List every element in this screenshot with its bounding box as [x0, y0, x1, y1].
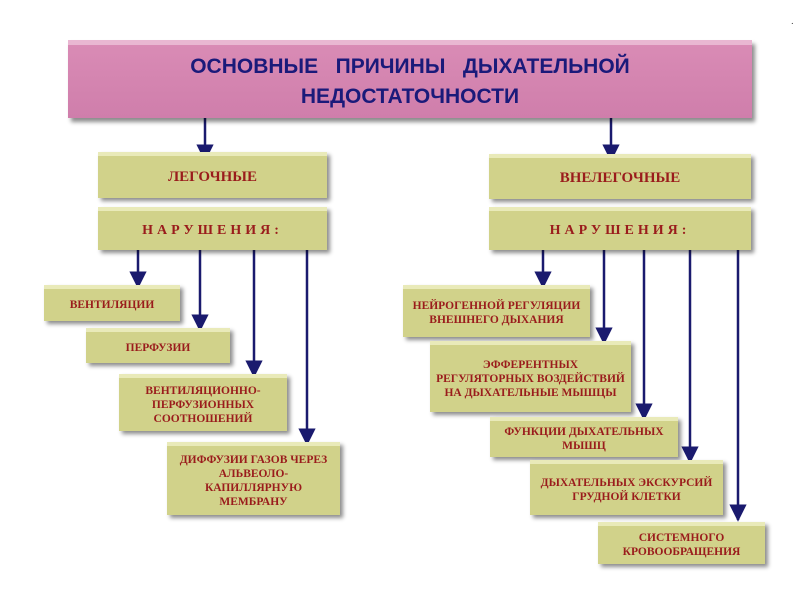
left-header-box: НАРУШЕНИЯ: — [98, 207, 327, 250]
right-item-neurogenic: НЕЙРОГЕННОЙ РЕГУЛЯЦИИ ВНЕШНЕГО ДЫХАНИЯ — [403, 285, 590, 337]
right-item-circulation: СИСТЕМНОГО КРОВООБРАЩЕНИЯ — [598, 522, 765, 564]
left-category-label: ЛЕГОЧНЫЕ — [167, 168, 258, 185]
left-item-ventilation-perfusion: ВЕНТИЛЯЦИОННО-ПЕРФУЗИОННЫХ СООТНОШЕНИЙ — [119, 374, 287, 431]
right-item-efferent: ЭФФЕРЕНТНЫХ РЕГУЛЯТОРНЫХ ВОЗДЕЙСТВИЙ НА … — [430, 341, 631, 412]
right-item-muscles: ФУНКЦИИ ДЫХАТЕЛЬНЫХ МЫШЦ — [490, 417, 678, 457]
right-header-label: НАРУШЕНИЯ: — [549, 222, 691, 238]
right-category-box: ВНЕЛЕГОЧНЫЕ — [489, 154, 751, 199]
right-header-box: НАРУШЕНИЯ: — [489, 207, 751, 250]
left-item-ventilation: ВЕНТИЛЯЦИИ — [44, 285, 180, 321]
left-item-perfusion: ПЕРФУЗИИ — [86, 328, 230, 363]
corner-mark: ˙ — [790, 22, 794, 33]
right-item-chest-excursions: ДЫХАТЕЛЬНЫХ ЭКСКУРСИЙ ГРУДНОЙ КЛЕТКИ — [530, 460, 723, 515]
right-category-label: ВНЕЛЕГОЧНЫЕ — [559, 170, 681, 186]
left-item-diffusion: ДИФФУЗИИ ГАЗОВ ЧЕРЕЗ АЛЬВЕОЛО-КАПИЛЛЯРНУ… — [167, 442, 340, 515]
left-header-label: НАРУШЕНИЯ: — [142, 222, 283, 238]
title-box: ОСНОВНЫЕ ПРИЧИНЫ ДЫХАТЕЛЬНОЙ НЕДОСТАТОЧН… — [68, 40, 752, 118]
left-category-box: ЛЕГОЧНЫЕ — [98, 152, 327, 198]
title-line-1: ОСНОВНЫЕ ПРИЧИНЫ ДЫХАТЕЛЬНОЙ — [190, 54, 630, 78]
title-line-2: НЕДОСТАТОЧНОСТИ — [300, 84, 520, 108]
